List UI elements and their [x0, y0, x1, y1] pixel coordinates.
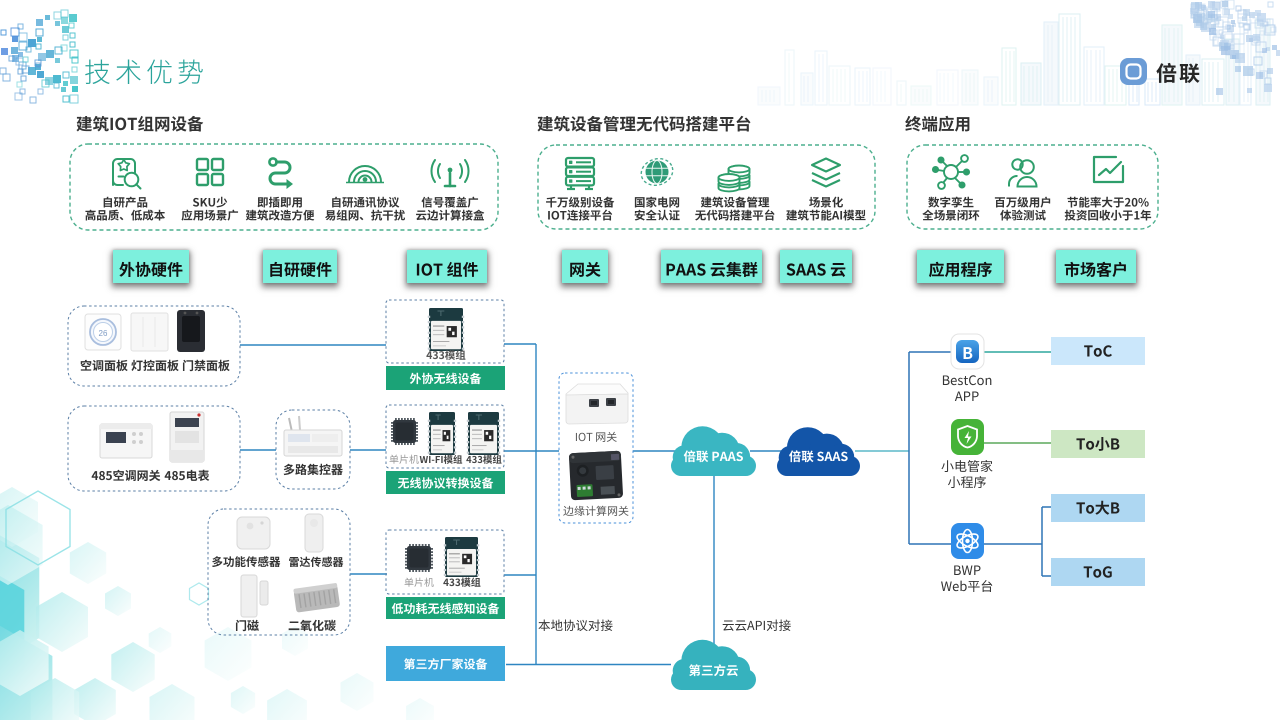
svg-text:26: 26: [99, 329, 108, 338]
